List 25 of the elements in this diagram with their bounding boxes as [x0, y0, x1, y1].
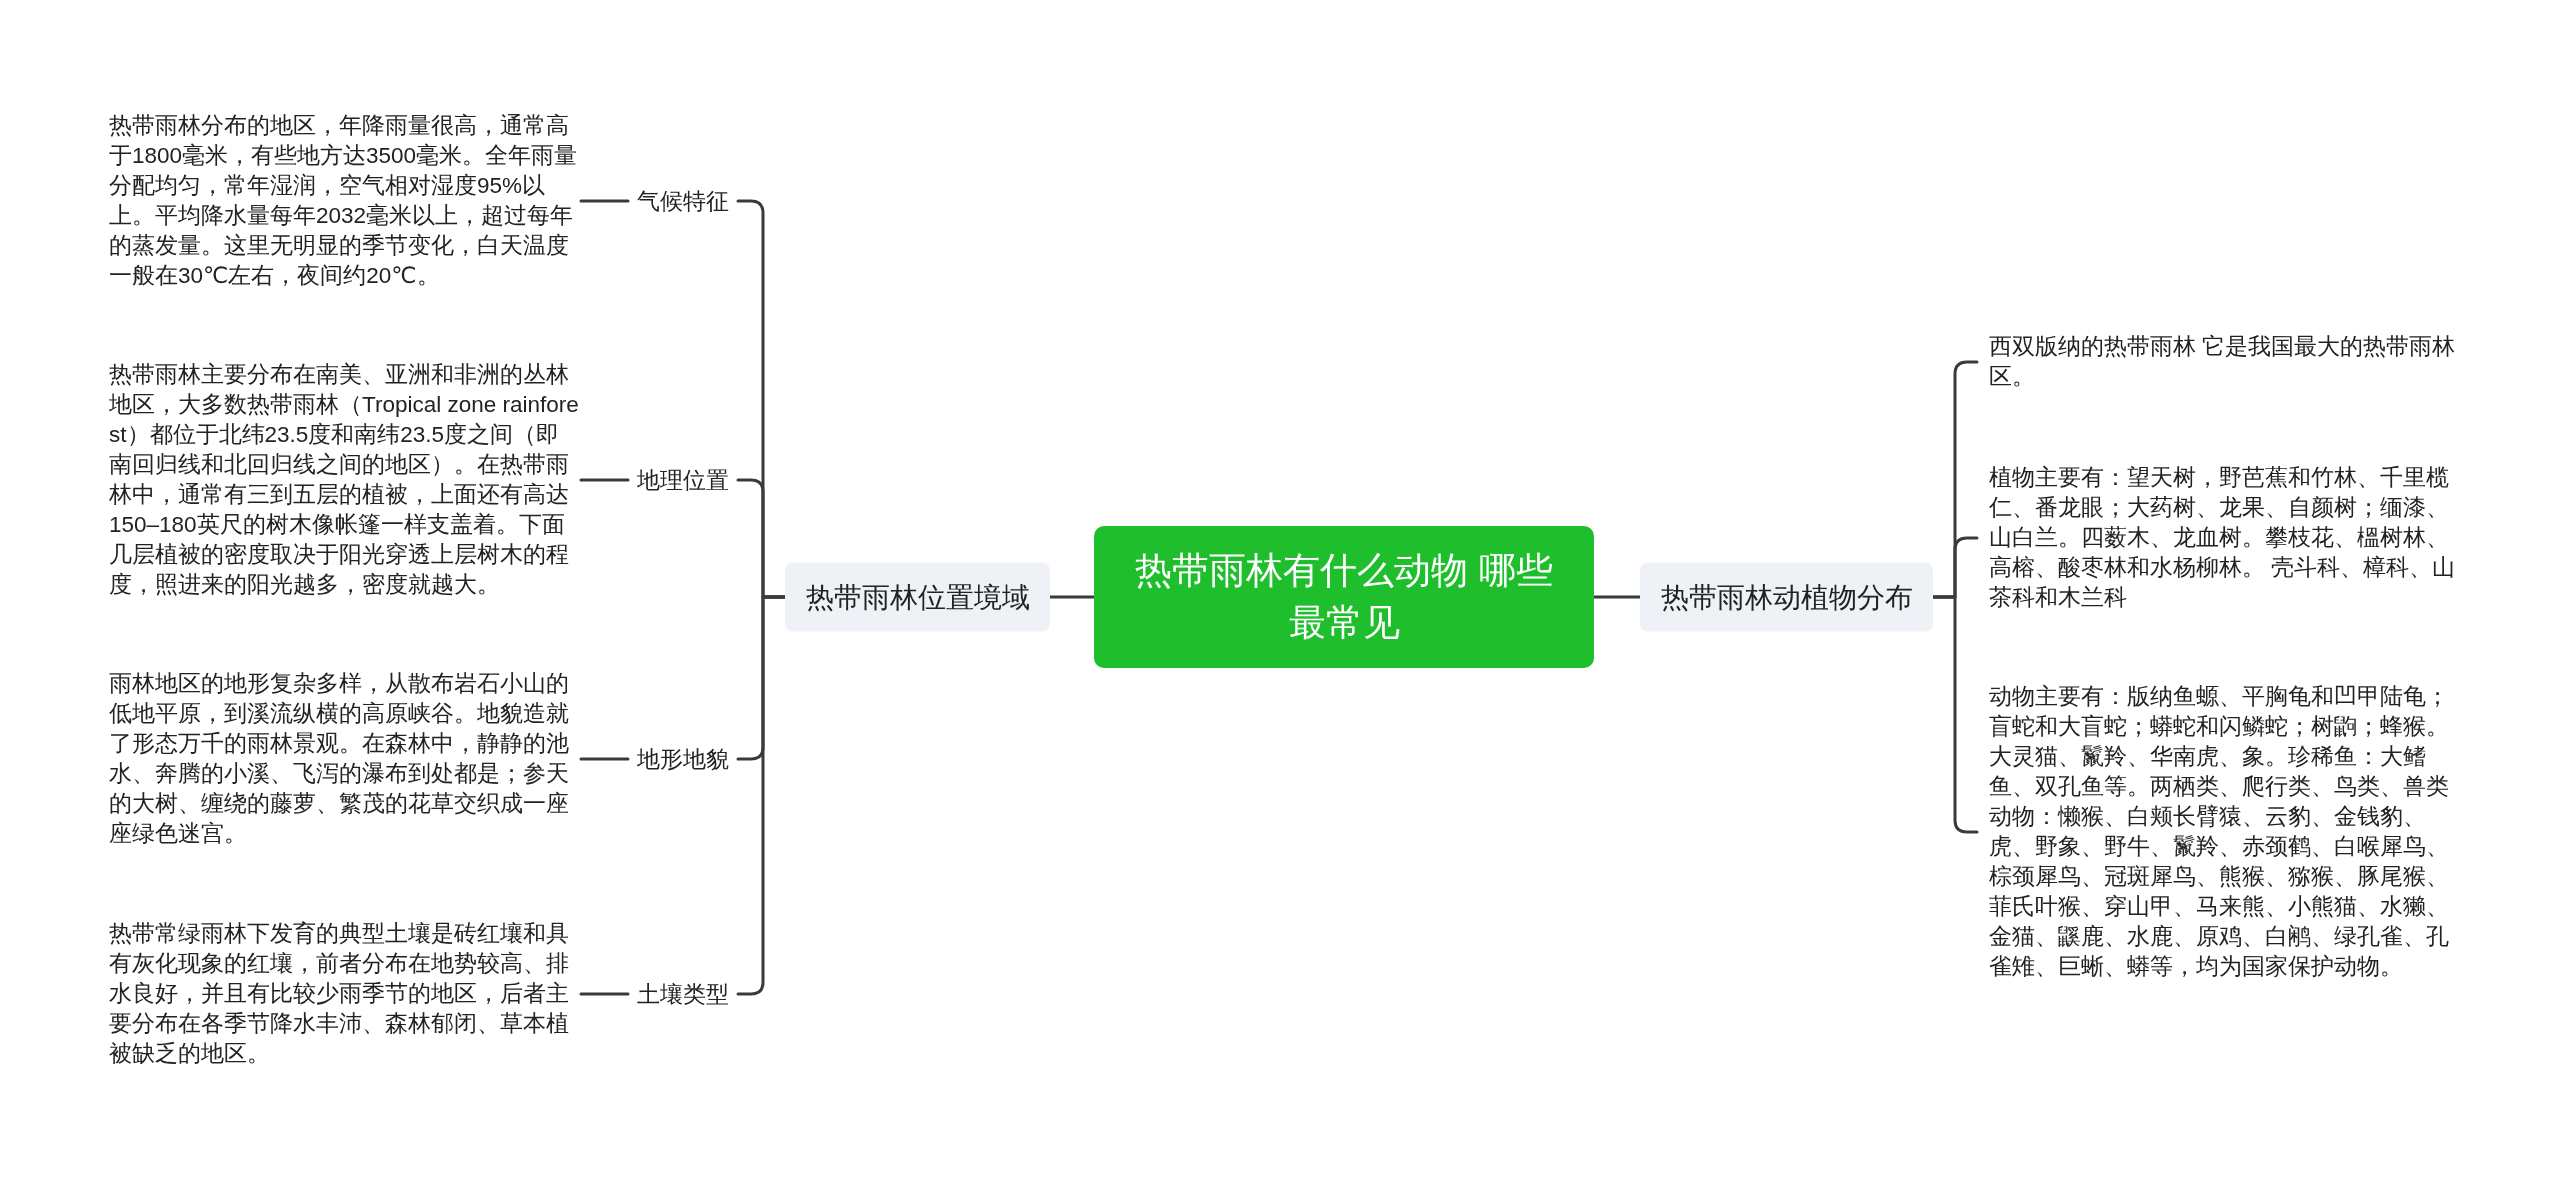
connector-line: [1931, 595, 1979, 834]
connector-line: [736, 595, 787, 996]
description-text: 西双版纳的热带雨林 它是我国最大的热带雨林区。: [1977, 332, 2464, 392]
subtopic-label: 地形地貌: [628, 744, 738, 774]
central-topic-box: [1094, 526, 1594, 668]
topic-text: 热带雨林位置境域: [805, 580, 1030, 614]
description-text: 热带雨林分布的地区，年降雨量很高，通常高于1800毫米，有些地方达3500毫米。全年雨量分配均匀，常年湿润，空气相对湿度95%以上。平均降水量每年2032毫米以上，超过每年的蒸发量。这里无明显的季节变化，白天温度一般在30℃左右，夜间约20℃。: [109, 111, 581, 291]
connector-line: [1592, 595, 1642, 599]
branch-topic-box: [1640, 562, 1933, 632]
description-text: 植物主要有：望天树，野芭蕉和竹林、千里榄仁、番龙眼；大药树、龙果、自颜树；缅漆、山白兰。四薮木、龙血树。攀枝花、榲树林、高榕、酸枣林和水杨柳林。 壳斗科、樟科、山茶科和木兰科: [1977, 463, 2464, 613]
branch-topic-box: [785, 562, 1050, 632]
topic-text: 热带雨林动植物分布: [1660, 580, 1913, 614]
description-text: 动物主要有：版纳鱼螈、平胸龟和凹甲陆龟；盲蛇和大盲蛇；蟒蛇和闪鳞蛇；树鼩；蜂猴。大灵猫、鬣羚、华南虎、象。珍稀鱼：大鳍鱼、双孔鱼等。两栖类、爬行类、鸟类、兽类动物：懒猴、白颊长臂猿、云豹、金钱豹、虎、野象、野牛、鬣羚、赤颈鹤、白喉犀鸟、棕颈犀鸟、冠斑犀鸟、熊猴、猕猴、豚尾猴、菲氏叶猴、穿山甲、马来熊、小熊猫、水獭、金猫、鼷鹿、水鹿、原鸡、白鹇、绿孔雀、孔雀雉、巨蜥、蟒等，均为国家保护动物。: [1977, 682, 2464, 982]
description-text: 热带常绿雨林下发育的典型土壤是砖红壤和具有灰化现象的红壤，前者分布在地势较高、排水良好，并且有比较少雨季节的地区，后者主要分布在各季节降水丰沛、森林郁闭、草本植被缺乏的地区。: [109, 919, 581, 1069]
subtopic-label: 土壤类型: [628, 979, 738, 1009]
description-text: 热带雨林主要分布在南美、亚洲和非洲的丛林地区，大多数热带雨林（Tropical zone rainforest）都位于北纬23.5度和南纬23.5度之间（即南回归线和北回归线之间的地区）。在热带雨林中，通常有三到五层的植被，上面还有高达150–180英尺的树木像帐篷一样支盖着。下面几层植被的密度取决于阳光穿透上层树木的程度，照进来的阳光越多，密度就越大。: [109, 360, 581, 600]
subtopic-label: 地理位置: [628, 465, 738, 495]
connector-line: [579, 478, 630, 482]
subtopic-label: 气候特征: [628, 186, 738, 216]
topic-text: 热带雨林有什么动物 哪些最常见: [1134, 549, 1554, 645]
description-text: 雨林地区的地形复杂多样，从散布岩石小山的低地平原，到溪流纵横的高原峡谷。地貌造就了形态万千的雨林景观。在森林中，静静的池水、奔腾的小溪、飞泻的瀑布到处都是；参天的大树、缠绕的藤萝、繁茂的花草交织成一座座绿色迷宫。: [109, 669, 581, 849]
connector-line: [579, 992, 630, 996]
connector-line: [1048, 595, 1096, 599]
connector-line: [579, 757, 630, 761]
connector-line: [579, 199, 630, 203]
